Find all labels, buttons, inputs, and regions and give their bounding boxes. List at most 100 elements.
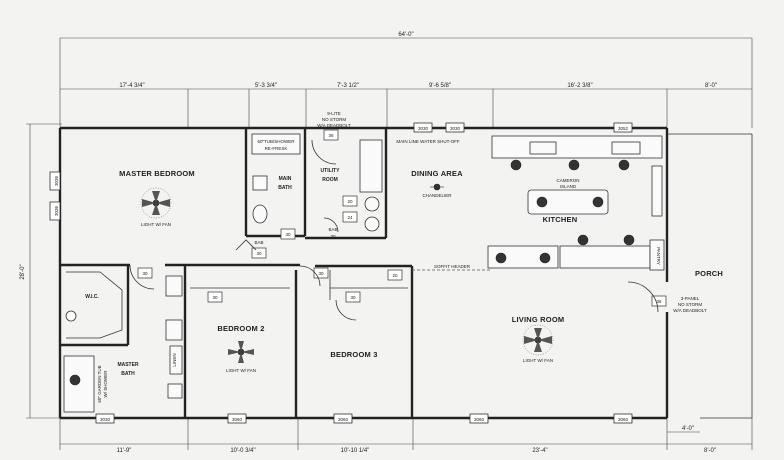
svg-text:9-LITE: 9-LITE: [327, 111, 341, 116]
svg-text:60" GARDEN TUB: 60" GARDEN TUB: [97, 365, 102, 402]
svg-text:LIGHT W/ FAN: LIGHT W/ FAN: [226, 368, 256, 373]
master-fan-note: LIGHT W/ FAN: [141, 222, 171, 227]
porch: PORCH 3-PANEL NO STORM W/A DEADBOLT 36: [627, 269, 723, 313]
linen-closet: [169, 345, 183, 375]
svg-text:MASTER: MASTER: [117, 362, 139, 368]
svg-text:MAIN: MAIN: [279, 176, 292, 182]
svg-text:LIGHT W/ FAN: LIGHT W/ FAN: [523, 358, 553, 363]
svg-text:UTILITY: UTILITY: [321, 168, 341, 174]
bottom-dimensions: 11'-9" 10'-0 3/4" 10'-10 1/4" 23'-4" 8'-…: [59, 418, 753, 454]
window-bedroom-3: [333, 413, 353, 424]
svg-text:3060: 3060: [474, 417, 485, 422]
svg-text:LIVING ROOM: LIVING ROOM: [512, 315, 565, 324]
svg-text:3060: 3060: [338, 417, 349, 422]
main-bath: 60"TUB/SHOWER RE-FRESK MAIN BATH 30: [251, 133, 301, 240]
svg-text:DINING AREA: DINING AREA: [411, 169, 463, 178]
window-dining-1: [413, 122, 433, 133]
svg-text:BEDROOM 3: BEDROOM 3: [330, 350, 377, 359]
water-heater: [359, 139, 383, 193]
bottom-dimension-5: 8'-0": [704, 448, 716, 454]
bottom-dimension-2: 10'-0 3/4": [230, 448, 255, 454]
range-icon: [529, 141, 557, 155]
washer-icon: [364, 196, 380, 212]
bottom-dimension-3: 10'-10 1/4": [341, 448, 370, 454]
ceiling-fan-icon: [140, 187, 172, 219]
svg-text:3060: 3060: [232, 417, 243, 422]
living-room: LIVING ROOM LIGHT W/ FAN: [512, 315, 565, 363]
svg-text:BATH: BATH: [278, 185, 292, 191]
window-bedroom-2: [227, 413, 247, 424]
svg-text:BAB: BAB: [328, 227, 337, 232]
stool-icon: [510, 159, 522, 171]
top-dimension-3: 7'-3 1/2": [337, 83, 359, 89]
refrigerator-icon: [651, 165, 663, 217]
svg-text:3060: 3060: [618, 417, 629, 422]
pantry: [649, 239, 665, 271]
bedroom-3-door: 30: [318, 271, 324, 276]
main-bath-door: 30: [285, 232, 291, 237]
svg-text:CHANDELIER: CHANDELIER: [422, 193, 452, 198]
svg-text:30: 30: [330, 234, 336, 239]
window-living-1: [469, 413, 489, 424]
top-dimension-1: 17'-4 3/4": [119, 83, 144, 89]
dryer-icon: [364, 216, 380, 232]
svg-text:60"TUB/SHOWER: 60"TUB/SHOWER: [257, 139, 295, 144]
svg-text:W/ SHOWER: W/ SHOWER: [103, 370, 108, 398]
hallway-doors: 30 BAB 30 30 20 30 30: [129, 239, 403, 321]
kitchen-island: [527, 189, 609, 215]
window-master-bath: [95, 413, 115, 424]
svg-text:24: 24: [347, 215, 353, 220]
left-dimension: 28'-0": [20, 123, 62, 419]
svg-text:3052: 3052: [618, 126, 629, 131]
master-suite: W.I.C. MASTER BATH 60" GARDEN TUB W/ SHO…: [63, 271, 183, 413]
svg-text:30: 30: [256, 251, 262, 256]
svg-text:3-PANEL: 3-PANEL: [681, 296, 700, 301]
svg-text:ISLAND: ISLAND: [560, 184, 577, 189]
toilet-icon: [65, 310, 77, 322]
stool-icon: [568, 159, 580, 171]
window-master-left-1: [49, 171, 61, 191]
svg-text:W/A DEADBOLT: W/A DEADBOLT: [673, 308, 707, 313]
master-bedroom-label: MASTER BEDROOM: [119, 169, 195, 178]
overall-depth-dimension: 28'-0": [20, 264, 26, 279]
sink-icon: [252, 204, 268, 224]
svg-text:RE-FRESK: RE-FRESK: [265, 146, 288, 151]
master-bedroom: MASTER BEDROOM LIGHT W/ FAN: [119, 169, 195, 227]
svg-text:3030: 3030: [450, 126, 461, 131]
toilet-icon: [252, 175, 268, 191]
toilet-icon: [167, 383, 183, 399]
porch-depth-dimension: 4'-0": [682, 426, 694, 432]
window-kitchen: [613, 122, 633, 133]
top-dimension-2: 5'-3 3/4": [255, 83, 277, 89]
wic-door: 30: [142, 271, 148, 276]
overall-width-dimension: 64'-0": [398, 32, 413, 38]
ceiling-fan-icon: [228, 341, 254, 363]
window-living-2: [613, 413, 633, 424]
utility-room: UTILITY ROOM 9-LITE NO STORM W/A DEADBOL…: [311, 111, 383, 239]
svg-text:NO STORM: NO STORM: [678, 302, 702, 307]
svg-text:BATH: BATH: [121, 371, 135, 377]
svg-text:PORCH: PORCH: [695, 269, 723, 278]
ceiling-fan-icon: [522, 324, 554, 356]
svg-text:NO STORM: NO STORM: [322, 117, 346, 122]
svg-text:W.I.C.: W.I.C.: [85, 294, 99, 300]
svg-text:MAIN LINE WATER SHUT-OFF: MAIN LINE WATER SHUT-OFF: [396, 139, 460, 144]
svg-text:PANTRY: PANTRY: [656, 247, 661, 265]
svg-text:20: 20: [347, 199, 353, 204]
interior-walls: [60, 128, 414, 418]
lower-counter: [487, 245, 559, 269]
svg-text:30: 30: [212, 295, 218, 300]
top-dimension-5: 16'-2 3/8": [567, 83, 592, 89]
top-dimensions: 64'-0" 17'-4 3/4" 5'-3 3/4" 7'-3 1/2" 9'…: [59, 32, 753, 128]
svg-text:20: 20: [392, 273, 398, 278]
svg-text:ROOM: ROOM: [322, 177, 338, 183]
svg-text:3036: 3036: [54, 175, 59, 186]
stool-icon: [618, 159, 630, 171]
window-dining-2: [445, 122, 465, 133]
bottom-dimension-4: 23'-4": [532, 448, 547, 454]
svg-text:BEDROOM 2: BEDROOM 2: [217, 324, 264, 333]
bedroom-3: BEDROOM 3: [330, 350, 377, 359]
svg-text:3030: 3030: [100, 417, 111, 422]
bedroom-2: BEDROOM 2 LIGHT W/ FAN: [217, 324, 264, 373]
svg-text:30: 30: [350, 295, 356, 300]
